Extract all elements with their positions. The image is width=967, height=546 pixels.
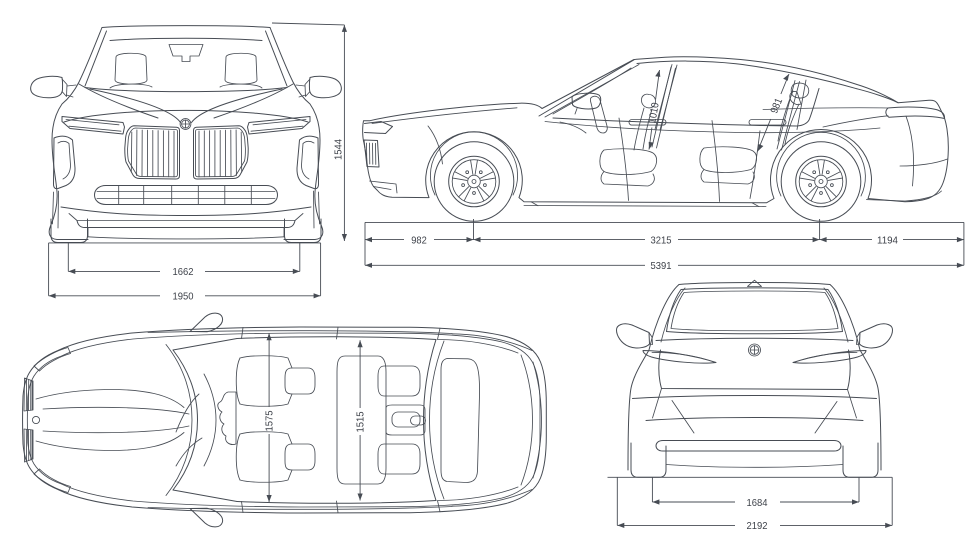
svg-text:5391: 5391 xyxy=(651,260,672,272)
svg-text:1662: 1662 xyxy=(173,266,194,278)
svg-text:2192: 2192 xyxy=(747,520,768,532)
svg-text:982: 982 xyxy=(411,234,427,246)
svg-text:981: 981 xyxy=(768,96,785,115)
svg-text:3215: 3215 xyxy=(651,234,672,246)
svg-text:1575: 1575 xyxy=(264,410,276,431)
svg-text:1544: 1544 xyxy=(333,139,345,160)
svg-text:1684: 1684 xyxy=(747,497,768,509)
svg-text:1950: 1950 xyxy=(173,291,194,303)
svg-text:1194: 1194 xyxy=(877,234,898,246)
svg-text:1515: 1515 xyxy=(355,411,367,432)
svg-text:1010: 1010 xyxy=(646,101,661,124)
